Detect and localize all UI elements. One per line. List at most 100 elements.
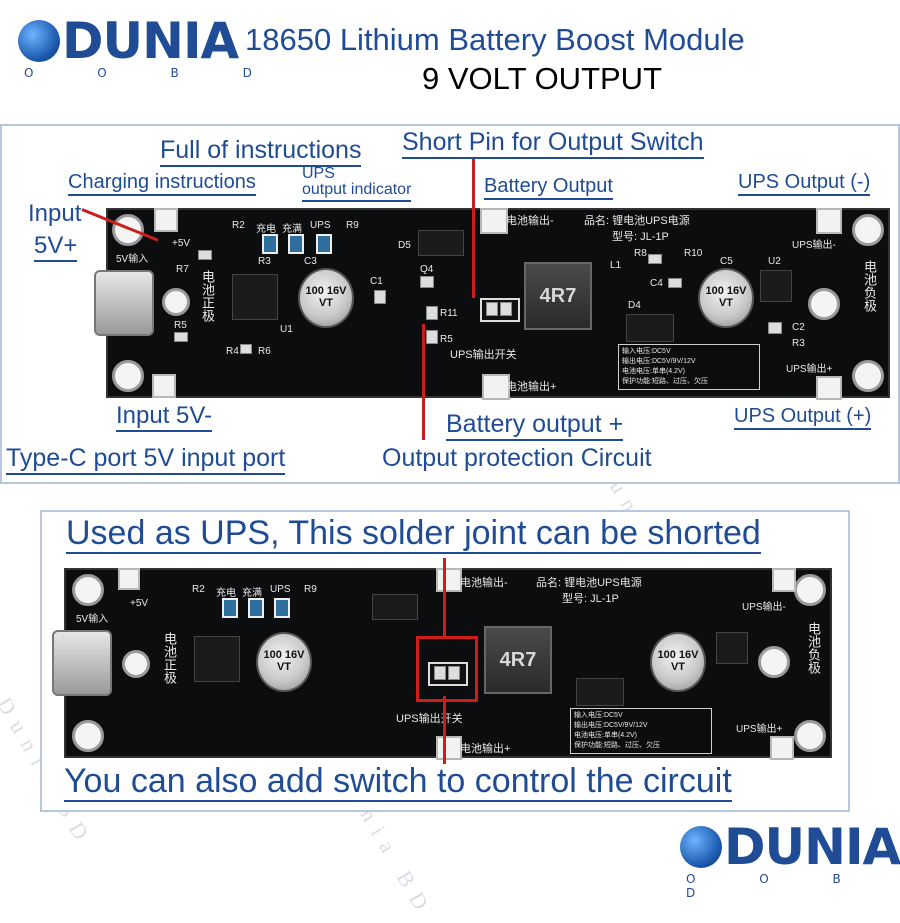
silk-charging: 充电 [216, 588, 236, 599]
silk-ups-out-pos: UPS输出+ [736, 724, 783, 735]
brand-sub: O O B D [24, 66, 282, 80]
short-pin-right [500, 302, 512, 316]
brand-logo: DUNIA O O B D [18, 16, 282, 80]
silk-r8: R8 [634, 248, 647, 259]
silk-input: 5V输入 [116, 254, 149, 265]
capacitor-c2 [768, 322, 782, 334]
mount-hole [758, 646, 790, 678]
silk-ups-out-pos: UPS输出+ [786, 364, 833, 375]
pad-battery-out-pos [482, 374, 510, 400]
silk-c5: C5 [720, 256, 733, 267]
led-charging [262, 234, 278, 254]
pad-input-neg [152, 374, 176, 398]
diode-d5 [372, 594, 418, 620]
chip-u1 [194, 636, 240, 682]
mount-hole [794, 574, 826, 606]
silk-r2: R2 [232, 220, 245, 231]
silk-ups: UPS [310, 220, 331, 231]
silk-protection: 保护功能:短路、过压、欠压 [622, 378, 708, 385]
pad-input-pos [154, 208, 178, 232]
pad-battery-out-pos [436, 736, 462, 760]
silk-spec-box [618, 344, 760, 390]
globe-icon [680, 826, 722, 868]
pcb-board: 100 16V VT 100 16V VT 4R7 5V输入 +5V R7 R2… [94, 208, 890, 400]
chip-u2 [760, 270, 792, 302]
chip-u2 [716, 632, 748, 664]
mount-hole [808, 288, 840, 320]
silk-output-voltage: 输出电压:DC5V/9V/12V [574, 722, 648, 729]
led-full [248, 598, 264, 618]
led-charging [222, 598, 238, 618]
silk-ups-switch: UPS输出开关 [396, 713, 463, 725]
silk-r9: R9 [304, 584, 317, 595]
label-output-protection: Output protection Circuit [382, 444, 652, 472]
led-full [288, 234, 304, 254]
diode-d4 [626, 314, 674, 342]
silk-battery-neg: 电池负极 [806, 622, 821, 674]
led-ups [316, 234, 332, 254]
silk-battery-out-pos: 电池输出+ [460, 743, 511, 755]
silk-battery-voltage: 电池电压:单串(4.2V) [574, 732, 638, 739]
brand-logo-bottom: DUNIA O O B D [680, 822, 900, 900]
label-full-instructions: Full of instructions [160, 138, 362, 167]
resistor [240, 344, 252, 354]
mount-hole [852, 214, 884, 246]
resistor-r5 [426, 330, 438, 344]
pad-battery-out-neg [436, 568, 462, 592]
silk-c2: C2 [792, 322, 805, 333]
silk-full: 充满 [282, 224, 302, 235]
silk-r3b: R3 [792, 338, 805, 349]
label-ups-short: Used as UPS, This solder joint can be sh… [66, 514, 761, 554]
silk-ups: UPS [270, 584, 291, 595]
silk-protection: 保护功能:短路、过压、欠压 [574, 742, 660, 749]
inductor-l1: 4R7 [524, 262, 592, 330]
pad-ups-out-neg [816, 208, 842, 234]
capacitor-c5: 100 16V VT [698, 268, 754, 328]
resistor-r11 [426, 306, 438, 320]
silk-r9: R9 [346, 220, 359, 231]
brand-name: DUNIA [62, 12, 239, 70]
silk-r5: R5 [174, 320, 187, 331]
highlight-box [416, 636, 478, 702]
type-c-port [94, 270, 154, 336]
diode-d5 [418, 230, 464, 256]
label-input-pos-2: 5V+ [34, 234, 78, 262]
silk-battery-out-pos: 电池输出+ [506, 381, 557, 393]
short-pin-left [486, 302, 498, 316]
label-battery-output-pos: Battery output + [446, 412, 624, 441]
label-ups-output-pos: UPS Output (+) [734, 406, 872, 430]
silk-model: 型号: JL-1P [612, 231, 669, 243]
silk-battery-out-neg: 电池输出- [506, 215, 554, 227]
silk-r4: R4 [226, 346, 239, 357]
capacitor-c5: 100 16V VT [650, 632, 706, 692]
led-ups [274, 598, 290, 618]
mount-hole [162, 288, 190, 316]
silk-r11: R11 [440, 308, 458, 319]
silk-plus5v: +5V [130, 598, 149, 609]
pad-ups-out-pos [770, 736, 794, 760]
mount-hole [72, 720, 104, 752]
resistor [198, 250, 212, 260]
silk-battery-pos: 电池正极 [162, 632, 177, 684]
silk-input: 5V输入 [76, 614, 109, 625]
silk-charging: 充电 [256, 224, 276, 235]
label-ups-indicator: UPS [302, 165, 335, 182]
pad-ups-out-pos [816, 376, 842, 400]
page-subtitle: 9 VOLT OUTPUT [422, 61, 663, 96]
pad-battery-out-neg [480, 208, 508, 234]
mount-hole [852, 360, 884, 392]
silk-r6: R6 [258, 346, 271, 357]
silk-u2: U2 [768, 256, 781, 267]
label-battery-output: Battery Output [484, 176, 613, 200]
silk-c1: C1 [370, 276, 383, 287]
silk-battery-neg: 电池负极 [862, 260, 877, 312]
capacitor-c1 [374, 290, 386, 304]
silk-r5b: R5 [440, 334, 453, 345]
silk-battery-pos: 电池正极 [200, 270, 215, 322]
pcb-board-2: 100 16V VT 100 16V VT 4R7 5V输入 +5V R2 充电… [52, 568, 832, 760]
silk-model: 型号: JL-1P [562, 593, 619, 605]
label-charging-instructions: Charging instructions [68, 172, 256, 196]
silk-spec-box [570, 708, 712, 754]
diode-d4 [576, 678, 624, 706]
silk-input-voltage: 输入电压:DC5V [574, 712, 623, 719]
